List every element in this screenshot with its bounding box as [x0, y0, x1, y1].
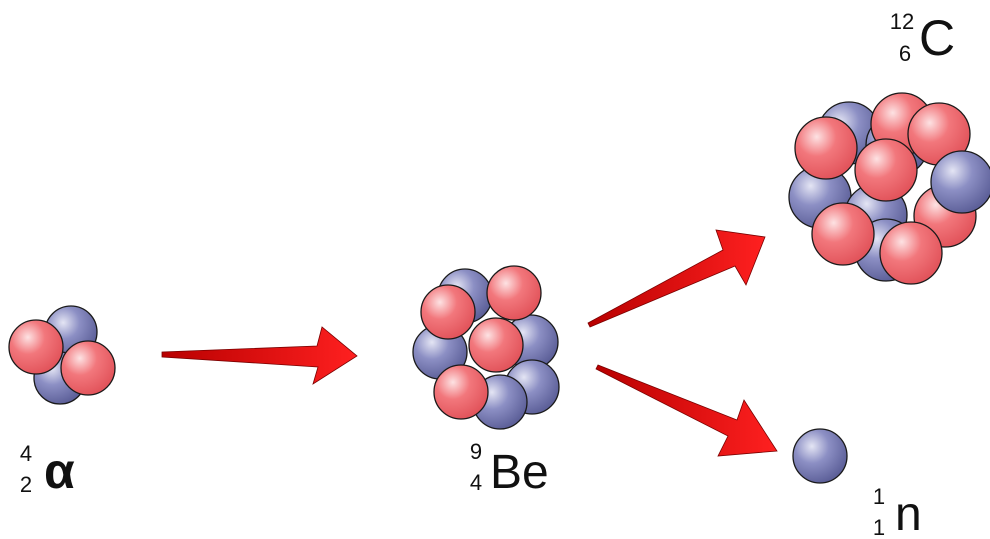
carbon-nucleus	[788, 92, 990, 285]
neutron-atomic-number: 1	[873, 515, 885, 539]
carbon-label: 12 6 C	[890, 9, 955, 66]
neutron-label: 1 1 n	[873, 484, 922, 539]
beryllium-nucleus	[412, 265, 560, 430]
proton	[794, 116, 858, 180]
neutron	[792, 428, 848, 484]
neutron-symbol: n	[895, 488, 922, 539]
proton	[8, 319, 64, 375]
free-neutron	[792, 428, 848, 484]
beryllium-mass-number: 9	[470, 439, 482, 464]
arrow-alpha-to-beryllium	[161, 326, 358, 385]
beryllium-symbol: Be	[490, 446, 549, 499]
alpha-symbol: α	[44, 443, 75, 499]
proton	[486, 265, 542, 321]
proton	[811, 202, 875, 266]
beryllium-label: 9 4 Be	[470, 439, 549, 499]
alpha-particle-nucleus	[8, 305, 116, 405]
arrow-beryllium-to-neutron	[595, 364, 778, 457]
proton	[433, 364, 489, 420]
carbon-mass-number: 12	[890, 9, 914, 34]
carbon-atomic-number: 6	[899, 41, 911, 66]
proton	[879, 221, 943, 285]
proton	[420, 284, 476, 340]
alpha-mass-number: 4	[20, 441, 32, 466]
carbon-symbol: C	[919, 10, 955, 66]
alpha-label: 4 2 α	[20, 441, 75, 499]
neutron-mass-number: 1	[873, 484, 885, 509]
proton	[60, 340, 116, 396]
alpha-atomic-number: 2	[20, 472, 32, 497]
beryllium-atomic-number: 4	[470, 470, 482, 495]
arrow-beryllium-to-carbon	[587, 229, 766, 328]
proton	[468, 317, 524, 373]
neutron	[930, 150, 990, 214]
proton	[854, 138, 918, 202]
